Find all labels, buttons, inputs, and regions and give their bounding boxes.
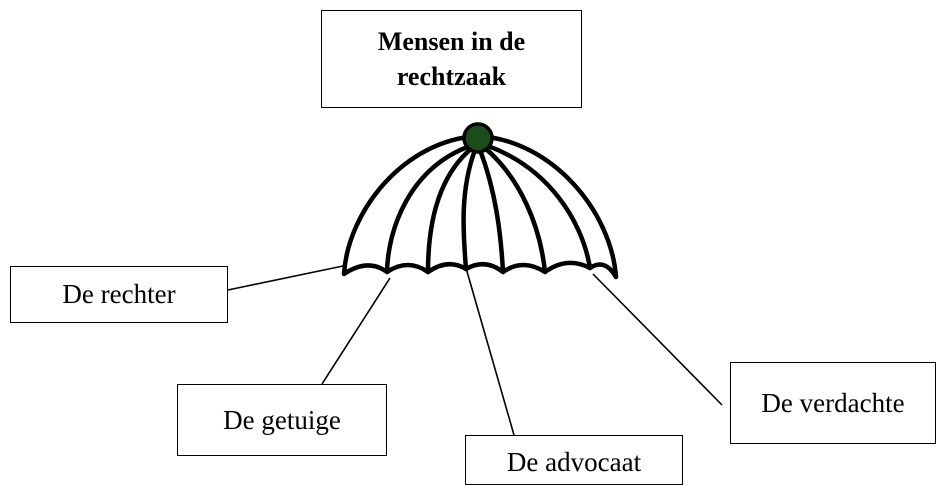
connector-advocaat bbox=[465, 267, 515, 436]
label-box-verdachte: De verdachte bbox=[730, 362, 936, 444]
connector-lines bbox=[227, 265, 723, 436]
umbrella-icon bbox=[341, 122, 619, 280]
umbrella-knob bbox=[462, 122, 494, 154]
title-box: Mensen in de rechtzaak bbox=[321, 10, 582, 108]
connector-rechter bbox=[227, 265, 344, 291]
label-verdachte: De verdachte bbox=[761, 387, 905, 418]
connector-verdachte bbox=[592, 273, 723, 406]
title-text: Mensen in de rechtzaak bbox=[377, 26, 526, 91]
label-box-advocaat: De advocaat bbox=[465, 435, 683, 485]
label-advocaat: De advocaat bbox=[506, 447, 642, 477]
connector-getuige bbox=[321, 277, 391, 385]
umbrella-canopy bbox=[341, 133, 619, 280]
label-rechter: De rechter bbox=[62, 279, 176, 310]
umbrella-ribs bbox=[384, 143, 593, 275]
label-getuige: De getuige bbox=[223, 404, 341, 435]
label-box-getuige: De getuige bbox=[177, 384, 387, 456]
label-box-rechter: De rechter bbox=[10, 266, 228, 323]
